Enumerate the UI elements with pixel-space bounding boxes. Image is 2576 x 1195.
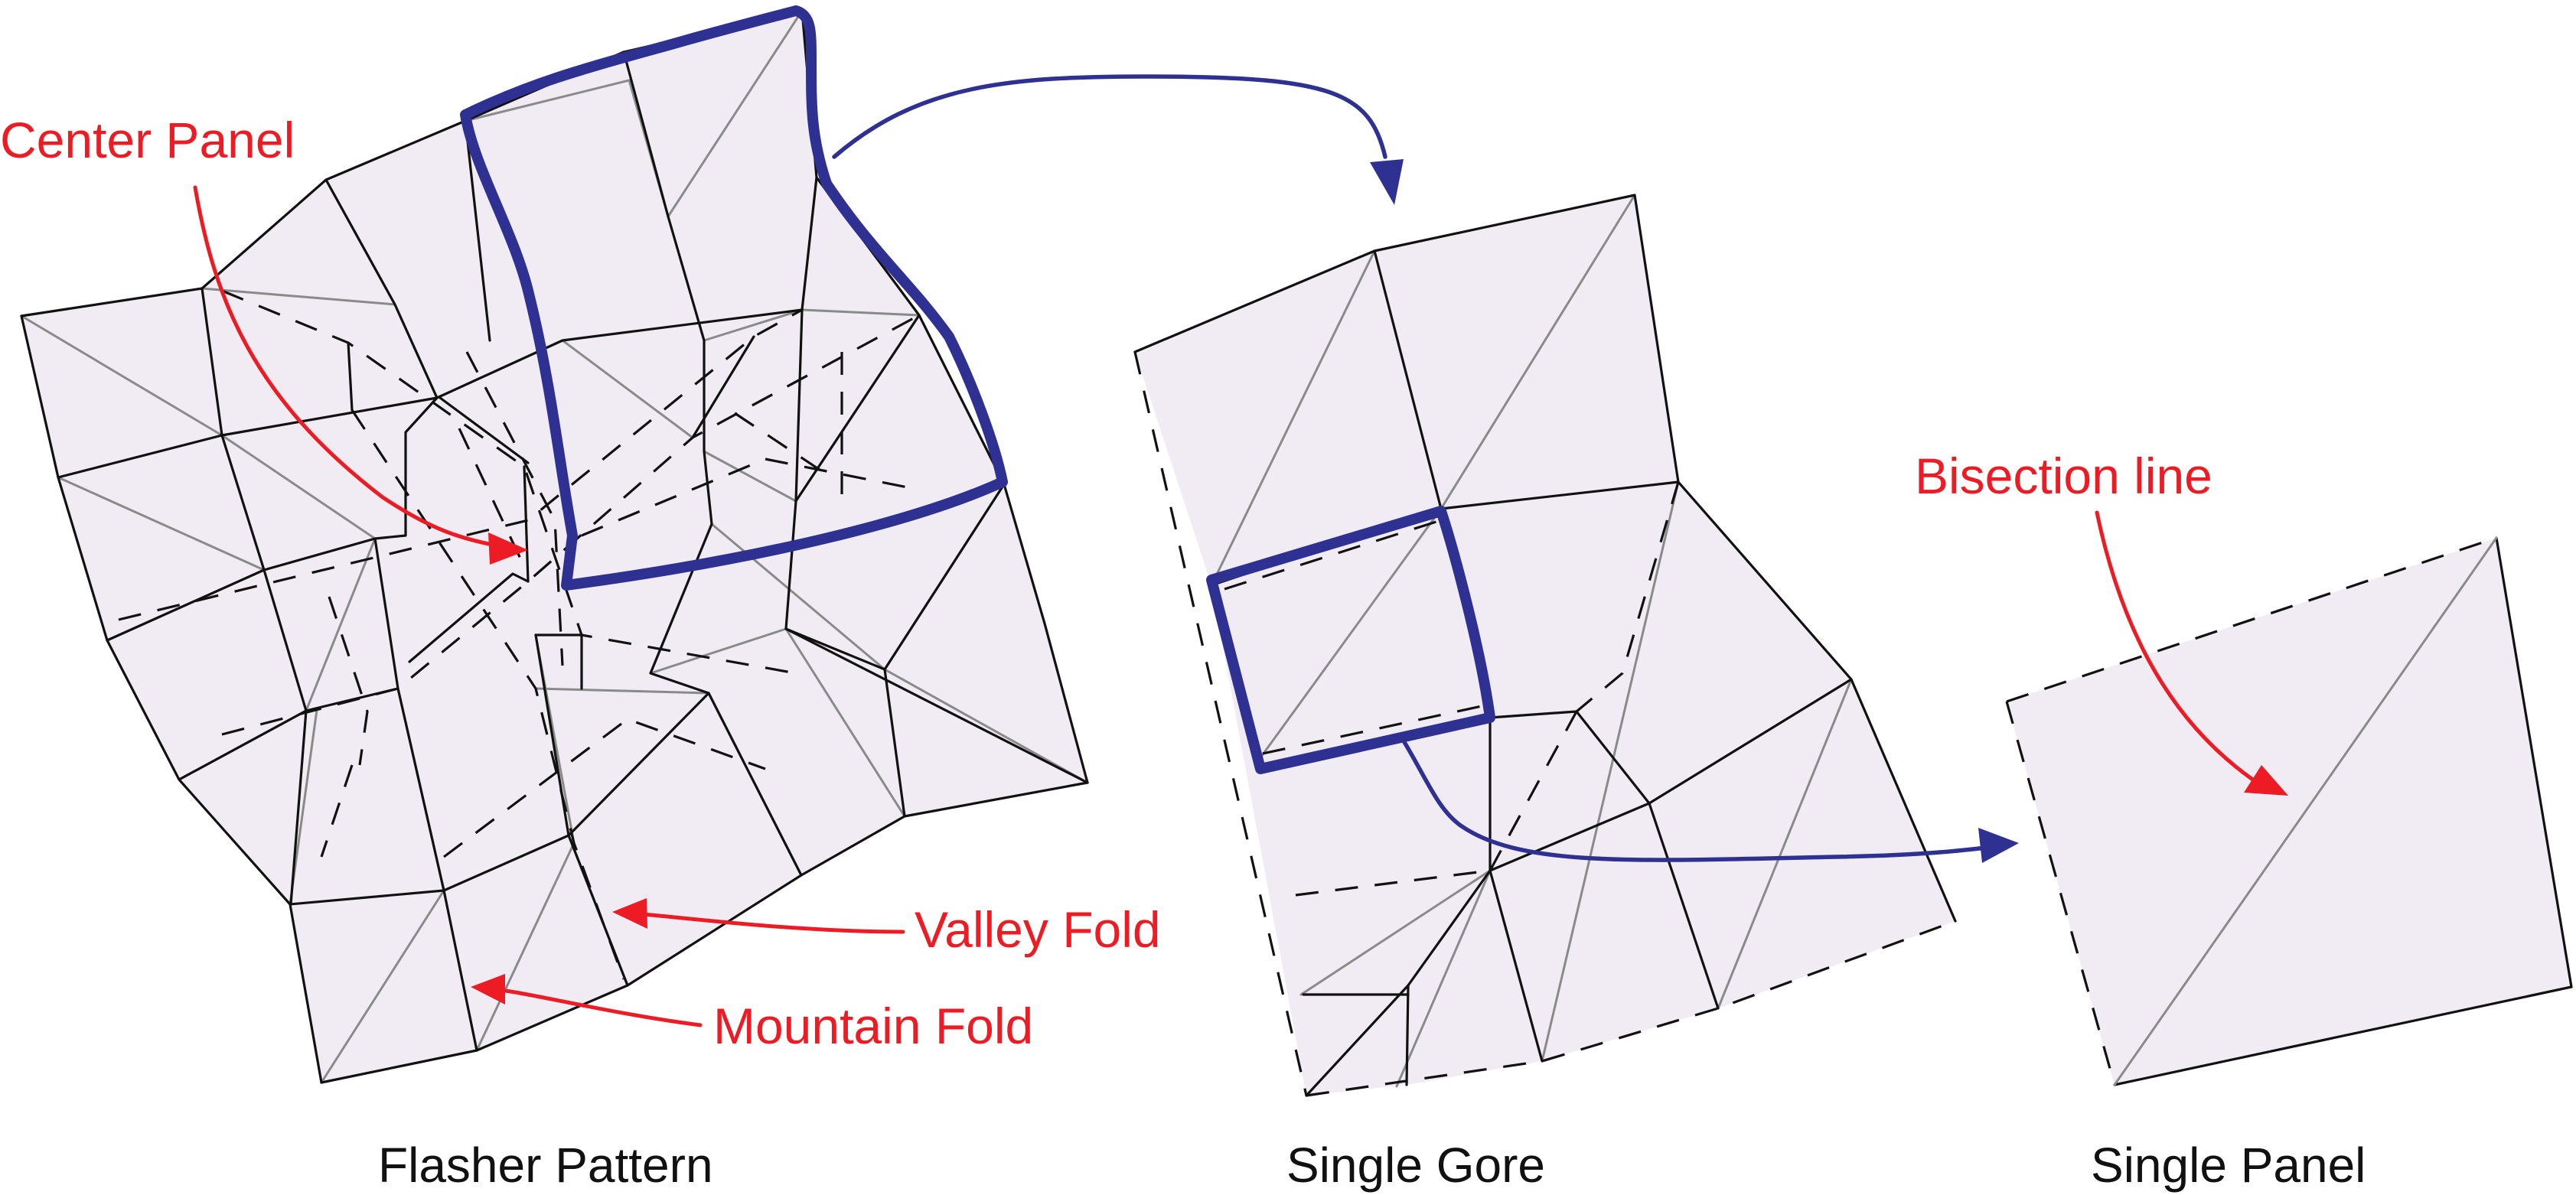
mountain-fold-annotation: Mountain Fold [471, 974, 1033, 1054]
panel-bisection-line [2113, 536, 2498, 1086]
bisection-line-annotation: Bisection line [1915, 448, 2288, 796]
arrowhead [1978, 828, 2019, 863]
valley-fold-label: Valley Fold [915, 901, 1161, 958]
panel-highlight-outline [1206, 506, 1495, 774]
panel-valley-edge-left [2005, 701, 2116, 1086]
panel-mountain-edge-bottom [2113, 985, 2573, 1086]
gore-to-panel-arrow [1402, 740, 2019, 863]
panel-valley-edge-top [2006, 536, 2497, 703]
caption-single-panel: Single Panel [2091, 1138, 2366, 1193]
single-panel-fill [2007, 538, 2571, 1085]
panel-mountain-edge-right [2495, 536, 2573, 988]
valley-fold-annotation: Valley Fold [612, 898, 1161, 958]
flasher-pattern-fill [21, 11, 1087, 1083]
flasher-mountain-folds [20, 9, 1089, 1084]
gore-highlight-outline [460, 5, 1008, 591]
flasher-pattern [20, 5, 1089, 1084]
arrowhead [2244, 765, 2288, 796]
arrowhead [471, 974, 505, 1005]
caption-flasher-pattern: Flasher Pattern [378, 1138, 713, 1193]
flasher-to-gore-arrow [832, 74, 1404, 205]
arrowhead [612, 898, 647, 929]
center-panel-annotation: Center Panel [0, 112, 528, 565]
center-panel-label: Center Panel [0, 112, 295, 168]
arrowhead [488, 532, 528, 565]
caption-single-gore: Single Gore [1286, 1138, 1545, 1193]
single-gore [1133, 194, 1957, 1097]
flasher-valley-folds [118, 289, 920, 980]
bisection-line-label: Bisection line [1915, 448, 2212, 504]
mountain-fold-label: Mountain Fold [713, 998, 1033, 1054]
arrowhead [1370, 159, 1404, 205]
single-panel [2005, 536, 2573, 1086]
single-gore-fill [1135, 195, 1955, 1096]
